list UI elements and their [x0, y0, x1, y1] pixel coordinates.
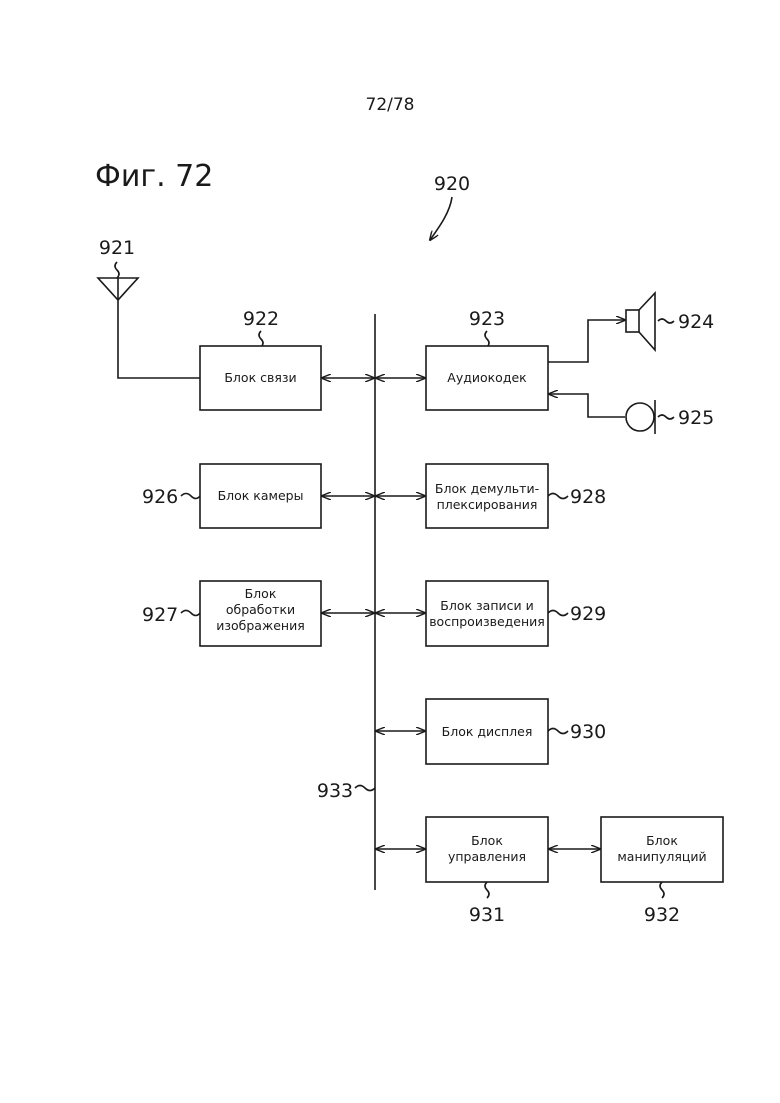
ref-device: 920 [434, 173, 470, 195]
ref-speaker: 924 [678, 311, 714, 333]
microphone-leader [658, 415, 674, 419]
ref-antenna: 921 [99, 237, 135, 259]
camera-label: Блок камеры [218, 488, 304, 503]
page-number: 72/78 [366, 95, 415, 115]
ref-comm-unit: 922 [243, 308, 279, 330]
ref-camera: 926 [142, 486, 178, 508]
ref-image-proc: 927 [142, 604, 178, 626]
figure-title: Фиг. 72 [95, 159, 213, 194]
ref-bus: 933 [317, 780, 353, 802]
ref-display: 930 [570, 721, 606, 743]
ref-microphone: 925 [678, 407, 714, 429]
ref-control: 931 [469, 904, 505, 926]
speaker-icon [626, 293, 655, 350]
device-pointer-arrow [430, 197, 452, 240]
microphone-icon [626, 400, 655, 434]
ref-audio-codec: 923 [469, 308, 505, 330]
rec-play-label: Блок записи ивоспроизведения [429, 598, 545, 629]
display-label: Блок дисплея [442, 724, 533, 739]
bus-leader [355, 786, 375, 791]
rec-play-leader [548, 611, 568, 616]
comm-unit-label: Блок связи [224, 370, 296, 385]
image-proc-leader [181, 611, 200, 616]
codec-to-speaker-line [548, 320, 625, 362]
control-leader [485, 882, 489, 898]
antenna-line [118, 300, 200, 378]
mic-to-codec-line [549, 394, 625, 417]
audio-codec-label: Аудиокодек [447, 370, 527, 385]
audio-codec-leader [485, 331, 489, 347]
demux-label: Блок демульти-плексирования [435, 481, 539, 512]
speaker-leader [658, 319, 674, 323]
comm-unit-leader [259, 331, 263, 347]
antenna-icon [98, 278, 138, 300]
display-leader [548, 729, 568, 734]
camera-leader [181, 494, 200, 499]
ref-rec-play: 929 [570, 603, 606, 625]
demux-block [426, 464, 548, 528]
ref-demux: 928 [570, 486, 606, 508]
manip-leader [660, 882, 664, 898]
ref-manip: 932 [644, 904, 680, 926]
demux-leader [548, 494, 568, 499]
antenna-leader [115, 262, 119, 278]
